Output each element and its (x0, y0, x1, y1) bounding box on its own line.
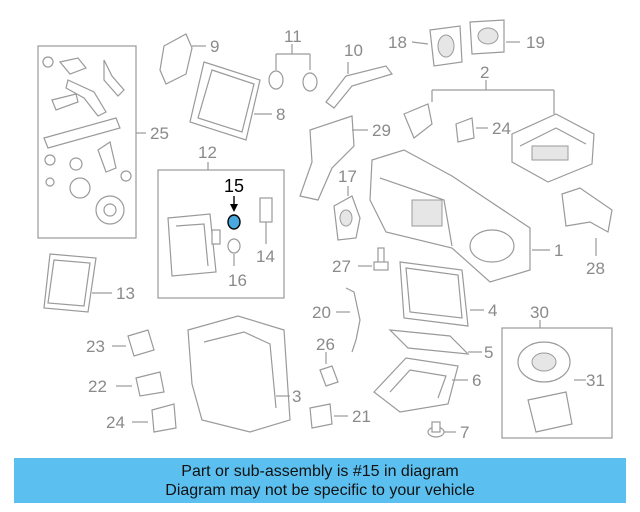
part-15-highlighted (227, 196, 241, 230)
part-28-bracket (561, 187, 613, 256)
callout-2: 2 (480, 63, 489, 82)
callout-17: 17 (338, 167, 357, 186)
callout-28: 28 (586, 259, 605, 278)
callout-8: 8 (276, 105, 285, 124)
part-2-piece (403, 103, 433, 139)
part-23 (112, 329, 155, 357)
part-1-housing (369, 149, 550, 283)
part-group-25 (37, 45, 146, 239)
callout-22: 22 (88, 377, 107, 396)
callout-18: 18 (388, 33, 407, 52)
parts-diagram: 25 13 9 8 11 10 18 (37, 19, 613, 442)
callout-26: 26 (316, 335, 335, 354)
callout-7: 7 (460, 423, 469, 442)
callout-30: 30 (530, 303, 549, 322)
part-9 (159, 33, 206, 85)
part-2-duct (511, 113, 595, 183)
part-11-clamps (268, 44, 318, 92)
part-20-hose (336, 287, 361, 353)
callout-24b: 24 (106, 413, 125, 432)
callout-5: 5 (484, 343, 493, 362)
callout-14: 14 (256, 247, 275, 266)
part-24-lower (132, 403, 177, 433)
part-3-housing (187, 315, 291, 433)
callout-16: 16 (228, 271, 247, 290)
callout-20: 20 (312, 303, 331, 322)
part-17-actuator (333, 186, 361, 241)
callout-21: 21 (352, 407, 371, 426)
callout-25: 25 (150, 124, 169, 143)
callout-11: 11 (284, 27, 302, 46)
part-10-pipe (325, 62, 393, 109)
info-banner: Part or sub-assembly is #15 in diagram D… (14, 458, 626, 503)
callout-15: 15 (224, 176, 244, 196)
part-26 (319, 352, 339, 387)
callout-12: 12 (198, 143, 217, 162)
part-2-leaders (431, 80, 555, 114)
part-4-frame (399, 261, 484, 327)
part-group-30 (501, 320, 613, 439)
part-29-bracket (299, 115, 368, 201)
part-19-grommet (469, 19, 520, 55)
callout-13: 13 (116, 284, 135, 303)
callout-4: 4 (488, 301, 497, 320)
callout-6: 6 (472, 371, 481, 390)
callout-23: 23 (86, 337, 105, 356)
callout-9: 9 (210, 37, 219, 56)
part-18-grommet (411, 25, 463, 67)
banner-line-1: Part or sub-assembly is #15 in diagram (181, 463, 459, 480)
part-7-bolt (427, 421, 456, 438)
callout-29: 29 (372, 121, 391, 140)
callout-1: 1 (554, 241, 563, 260)
callout-27: 27 (332, 257, 351, 276)
callout-24a: 24 (492, 119, 511, 138)
callout-3: 3 (292, 387, 301, 406)
part-21 (309, 403, 348, 429)
part-27-screw (358, 247, 389, 271)
part-22 (116, 371, 165, 397)
part-5-plate (388, 329, 482, 355)
callout-31: 31 (586, 371, 605, 390)
part-13-filter (43, 253, 112, 313)
callout-10: 10 (344, 41, 363, 60)
banner-line-2: Diagram may not be specific to your vehi… (165, 482, 475, 499)
part-8-core (189, 61, 272, 141)
part-24-upper (455, 117, 488, 143)
part-6-tray (373, 357, 468, 413)
part-group-12 (157, 162, 285, 299)
callout-19: 19 (526, 33, 545, 52)
